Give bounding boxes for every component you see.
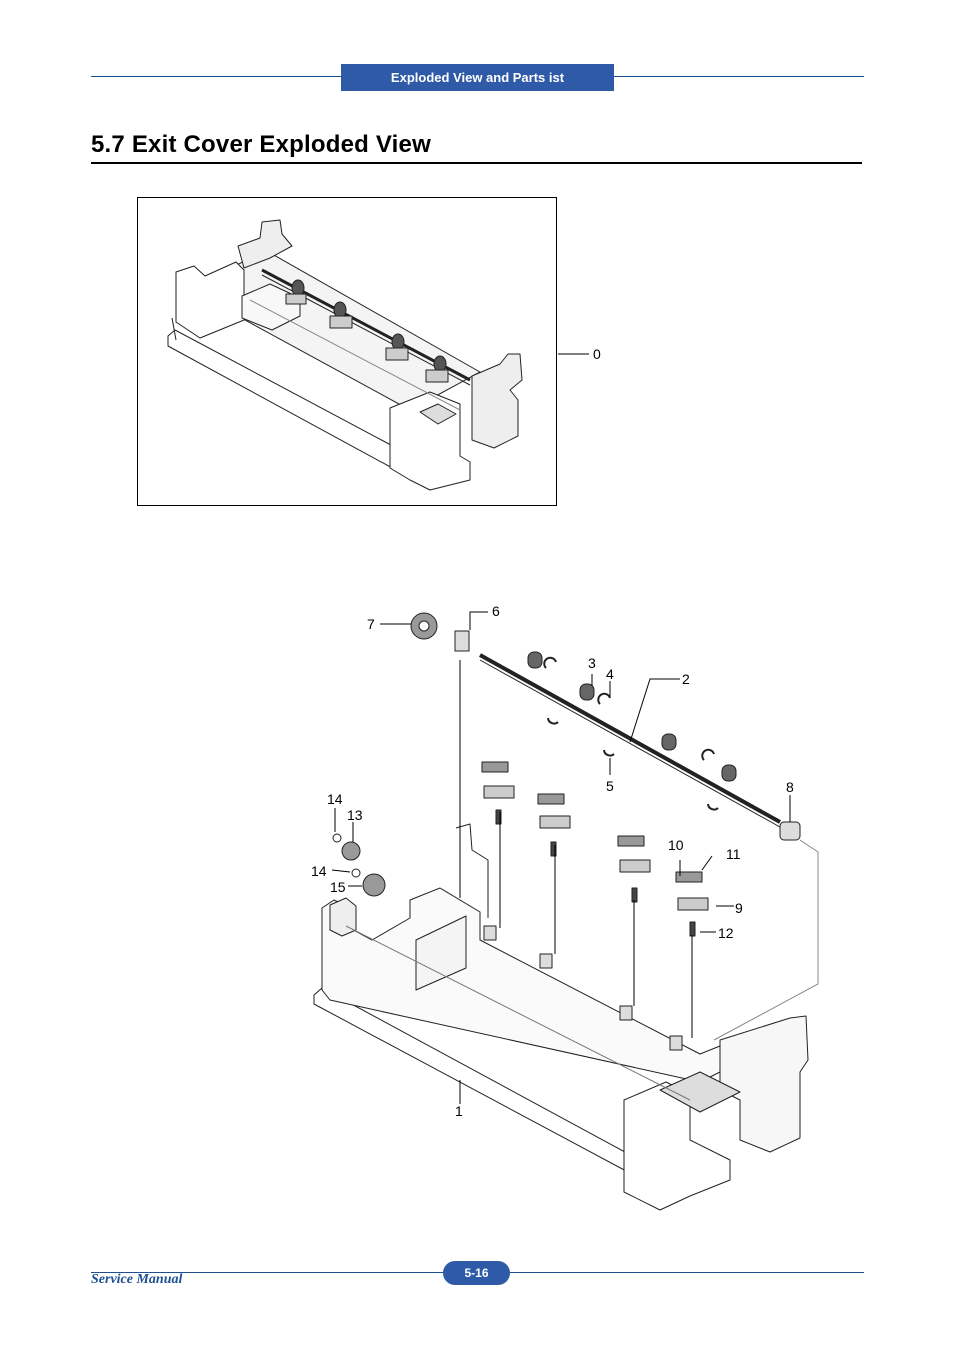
- callout-11: 11: [726, 846, 741, 862]
- callout-6: 6: [492, 603, 500, 619]
- page-title: 5.7 Exit Cover Exploded View: [91, 131, 431, 158]
- callout-12: 12: [718, 925, 734, 941]
- callout-13: 13: [347, 807, 363, 823]
- callout-14-top: 14: [327, 791, 343, 807]
- callout-0: 0: [593, 346, 601, 362]
- page-number-badge: 5-16: [443, 1261, 510, 1285]
- exploded-parts: [313, 612, 809, 1211]
- callout-14-bottom: 14: [311, 863, 327, 879]
- callout-7: 7: [367, 616, 375, 632]
- callout-5: 5: [606, 778, 614, 794]
- callout-10: 10: [668, 837, 684, 853]
- callout-4: 4: [606, 666, 614, 682]
- title-underline: [91, 162, 862, 164]
- callout-3: 3: [588, 655, 596, 671]
- callout-15: 15: [330, 879, 346, 895]
- manual-name: Service Manual: [91, 1272, 183, 1287]
- callout-8: 8: [786, 779, 794, 795]
- callout-2: 2: [682, 671, 690, 687]
- assembly-figure-frame: [137, 197, 557, 506]
- section-tab: Exploded View and Parts ist: [341, 64, 614, 91]
- callout-9: 9: [735, 900, 743, 916]
- assembled-exit-cover: [167, 219, 523, 491]
- callout-1: 1: [455, 1103, 463, 1119]
- leader-lines: [331, 611, 819, 1104]
